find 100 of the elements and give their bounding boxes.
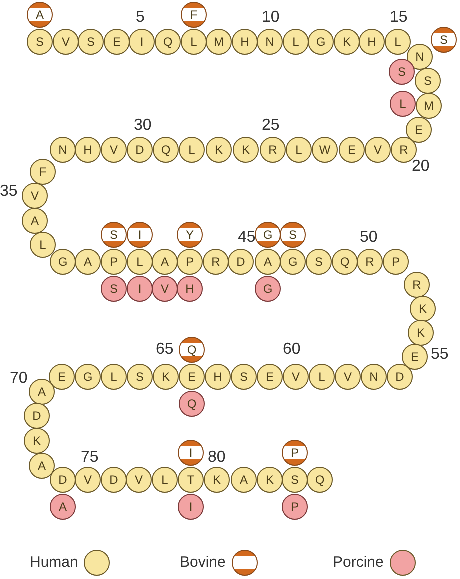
human-residue-circle: A xyxy=(255,249,281,275)
residue-number: 60 xyxy=(283,341,301,359)
human-residue-circle: E xyxy=(49,364,75,390)
human-residue-circle: V xyxy=(365,137,391,163)
residue-number: 30 xyxy=(134,117,152,135)
human-residue-circle: M xyxy=(206,29,232,55)
human-residue-circle: K xyxy=(206,137,232,163)
human-residue-circle: D xyxy=(127,137,153,163)
legend-label: Porcine xyxy=(333,554,384,572)
bovine-residue-circle: G xyxy=(255,222,281,248)
human-residue-circle: A xyxy=(231,467,257,493)
human-residue-circle: V xyxy=(101,137,127,163)
human-residue-circle: K xyxy=(408,320,434,346)
human-residue-circle: E xyxy=(339,137,365,163)
bovine-residue-circle: S xyxy=(280,222,306,248)
human-residue-circle: G xyxy=(308,29,334,55)
human-residue-circle: L xyxy=(283,29,309,55)
human-residue-circle: I xyxy=(129,29,155,55)
human-residue-circle: K xyxy=(233,137,259,163)
human-residue-circle: A xyxy=(152,249,178,275)
human-residue-circle: Q xyxy=(332,249,358,275)
residue-number: 35 xyxy=(0,183,18,201)
human-residue-circle: N xyxy=(407,44,433,70)
residue-number: 5 xyxy=(136,9,145,27)
human-residue-circle: V xyxy=(335,364,361,390)
residue-number: 15 xyxy=(390,9,408,27)
human-residue-circle: E xyxy=(406,117,432,143)
human-residue-circle: D xyxy=(101,467,127,493)
human-residue-circle: K xyxy=(153,364,179,390)
residue-number: 10 xyxy=(262,9,280,27)
human-residue-circle: K xyxy=(257,467,283,493)
human-residue-circle: L xyxy=(385,29,411,55)
human-residue-circle: L xyxy=(181,29,207,55)
bovine-residue-circle: F xyxy=(181,2,207,28)
human-residue-circle: L xyxy=(30,232,56,258)
bovine-residue-circle: I xyxy=(127,222,153,248)
porcine-residue-circle: I xyxy=(127,276,153,302)
porcine-residue-circle: V xyxy=(152,276,178,302)
residue-number: 65 xyxy=(156,341,174,359)
human-residue-circle: D xyxy=(24,403,50,429)
human-residue-circle: E xyxy=(104,29,130,55)
human-residue-circle: K xyxy=(334,29,360,55)
human-residue-circle: R xyxy=(357,249,383,275)
human-residue-circle: S xyxy=(415,68,441,94)
human-residue-circle: H xyxy=(232,29,258,55)
residue-number: 50 xyxy=(360,229,378,247)
porcine-residue-circle: G xyxy=(255,276,281,302)
residue-number: 75 xyxy=(81,449,99,467)
human-residue-circle: V xyxy=(126,467,152,493)
human-residue-circle: V xyxy=(22,183,48,209)
human-residue-circle: M xyxy=(416,93,442,119)
residue-number: 55 xyxy=(431,346,449,364)
human-residue-circle: L xyxy=(309,364,335,390)
human-residue-circle: D xyxy=(228,249,254,275)
bovine-residue-circle: A xyxy=(27,2,53,28)
human-residue-circle: R xyxy=(260,137,286,163)
human-residue-circle: E xyxy=(179,364,205,390)
human-residue-circle: A xyxy=(29,453,55,479)
human-residue-circle: L xyxy=(127,249,153,275)
human-residue-circle: R xyxy=(404,272,430,298)
human-residue-circle: V xyxy=(53,29,79,55)
porcine-residue-circle: P xyxy=(282,494,308,520)
residue-number: 70 xyxy=(10,370,28,388)
human-residue-circle: A xyxy=(22,208,48,234)
human-residue-circle: A xyxy=(29,379,55,405)
human-residue-circle: D xyxy=(50,467,76,493)
human-residue-circle: H xyxy=(205,364,231,390)
porcine-residue-circle: S xyxy=(389,59,415,85)
human-residue-circle: N xyxy=(50,137,76,163)
bovine-residue-circle: Y xyxy=(177,222,203,248)
human-residue-circle: S xyxy=(306,249,332,275)
porcine-residue-circle: H xyxy=(177,276,203,302)
human-residue-circle: K xyxy=(24,428,50,454)
human-residue-circle: K xyxy=(410,296,436,322)
human-residue-circle: H xyxy=(75,137,101,163)
human-residue-circle: E xyxy=(402,344,428,370)
human-residue-circle: P xyxy=(101,249,127,275)
human-residue-circle: S xyxy=(78,29,104,55)
legend-label: Human xyxy=(30,554,78,572)
porcine-residue-circle: S xyxy=(101,276,127,302)
human-residue-circle: R xyxy=(203,249,229,275)
human-residue-circle: A xyxy=(75,249,101,275)
human-residue-circle: G xyxy=(75,364,101,390)
human-residue-circle: L xyxy=(101,364,127,390)
bovine-residue-circle: S xyxy=(431,27,457,53)
residue-number: 80 xyxy=(208,449,226,467)
porcine-residue-circle: Q xyxy=(179,391,205,417)
human-residue-circle: S xyxy=(231,364,257,390)
human-residue-circle: L xyxy=(179,137,205,163)
human-residue-circle: G xyxy=(280,249,306,275)
bovine-residue-circle: S xyxy=(101,222,127,248)
human-residue-circle: K xyxy=(204,467,230,493)
bovine-residue-circle: Q xyxy=(179,337,205,363)
human-residue-circle: H xyxy=(359,29,385,55)
human-residue-circle: Q xyxy=(153,137,179,163)
human-residue-circle: V xyxy=(283,364,309,390)
human-residue-circle: V xyxy=(75,467,101,493)
porcine-residue-circle: L xyxy=(390,91,416,117)
human-residue-circle: S xyxy=(127,364,153,390)
human-residue-circle: W xyxy=(312,137,338,163)
